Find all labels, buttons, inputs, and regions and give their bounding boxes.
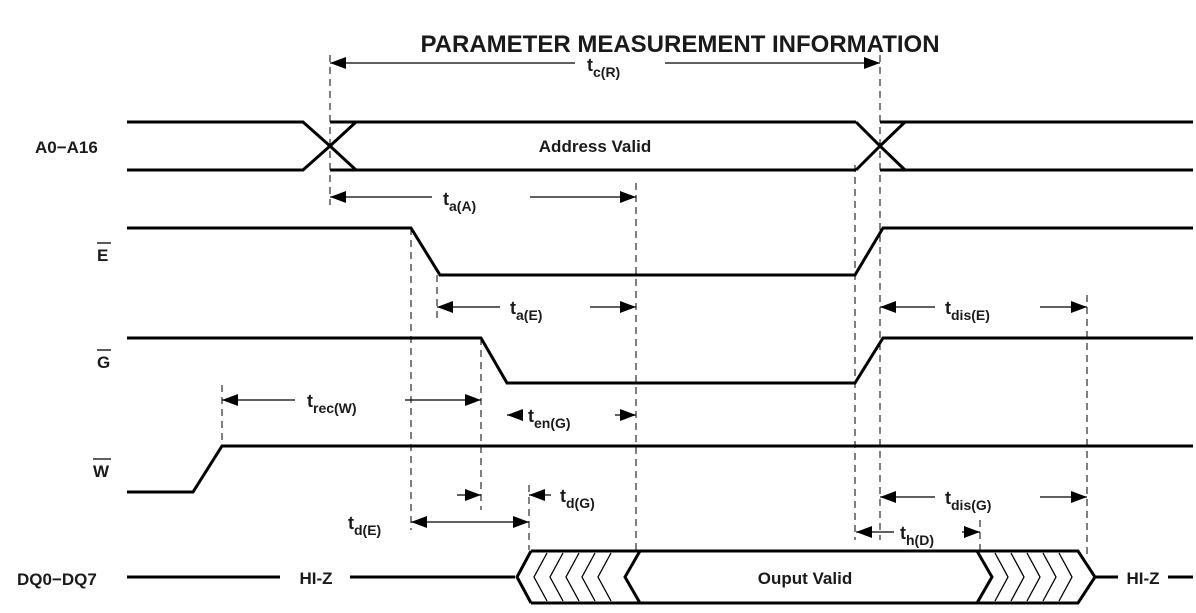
dq-hatch-right	[994, 552, 1073, 602]
address-valid-label: Address Valid	[539, 137, 651, 156]
hiz-right-label: HI-Z	[1126, 569, 1159, 588]
param-taa: ta(A)	[443, 189, 476, 214]
g-waveform	[127, 336, 1193, 385]
parameter-labels: tc(R) ta(A) ta(E) tdis(E) trec(W) ten(G)…	[307, 55, 991, 548]
dq-hatch-left	[533, 552, 612, 602]
w-waveform	[127, 444, 1193, 494]
hiz-left-label: HI-Z	[299, 569, 332, 588]
param-tde: td(E)	[348, 513, 381, 538]
dimension-arrows	[222, 57, 1087, 538]
param-tdisg: tdis(G)	[945, 488, 991, 513]
e-waveform	[127, 226, 1193, 277]
param-tcr: tc(R)	[587, 55, 620, 80]
address-waveform-clean	[127, 120, 1193, 172]
output-valid-label: Ouput Valid	[758, 569, 852, 588]
reference-lines	[221, 55, 1088, 555]
signal-label-address: A0−A16	[35, 138, 98, 157]
signal-label-e: E	[97, 246, 108, 265]
param-teng: ten(G)	[528, 406, 571, 431]
signal-label-w: W	[93, 462, 110, 481]
param-tae: ta(E)	[510, 298, 542, 323]
param-tdg: td(G)	[560, 486, 595, 511]
param-tdise: tdis(E)	[945, 298, 990, 323]
signal-label-g: G	[97, 353, 110, 372]
param-thd: th(D)	[900, 523, 934, 548]
signal-labels: A0−A16 E G W DQ0−DQ7	[17, 138, 111, 589]
param-trecw: trec(W)	[307, 391, 357, 416]
dq-waveform	[127, 549, 1193, 605]
diagram-title: PARAMETER MEASUREMENT INFORMATION	[420, 31, 939, 58]
signal-label-dq: DQ0−DQ7	[17, 570, 97, 589]
